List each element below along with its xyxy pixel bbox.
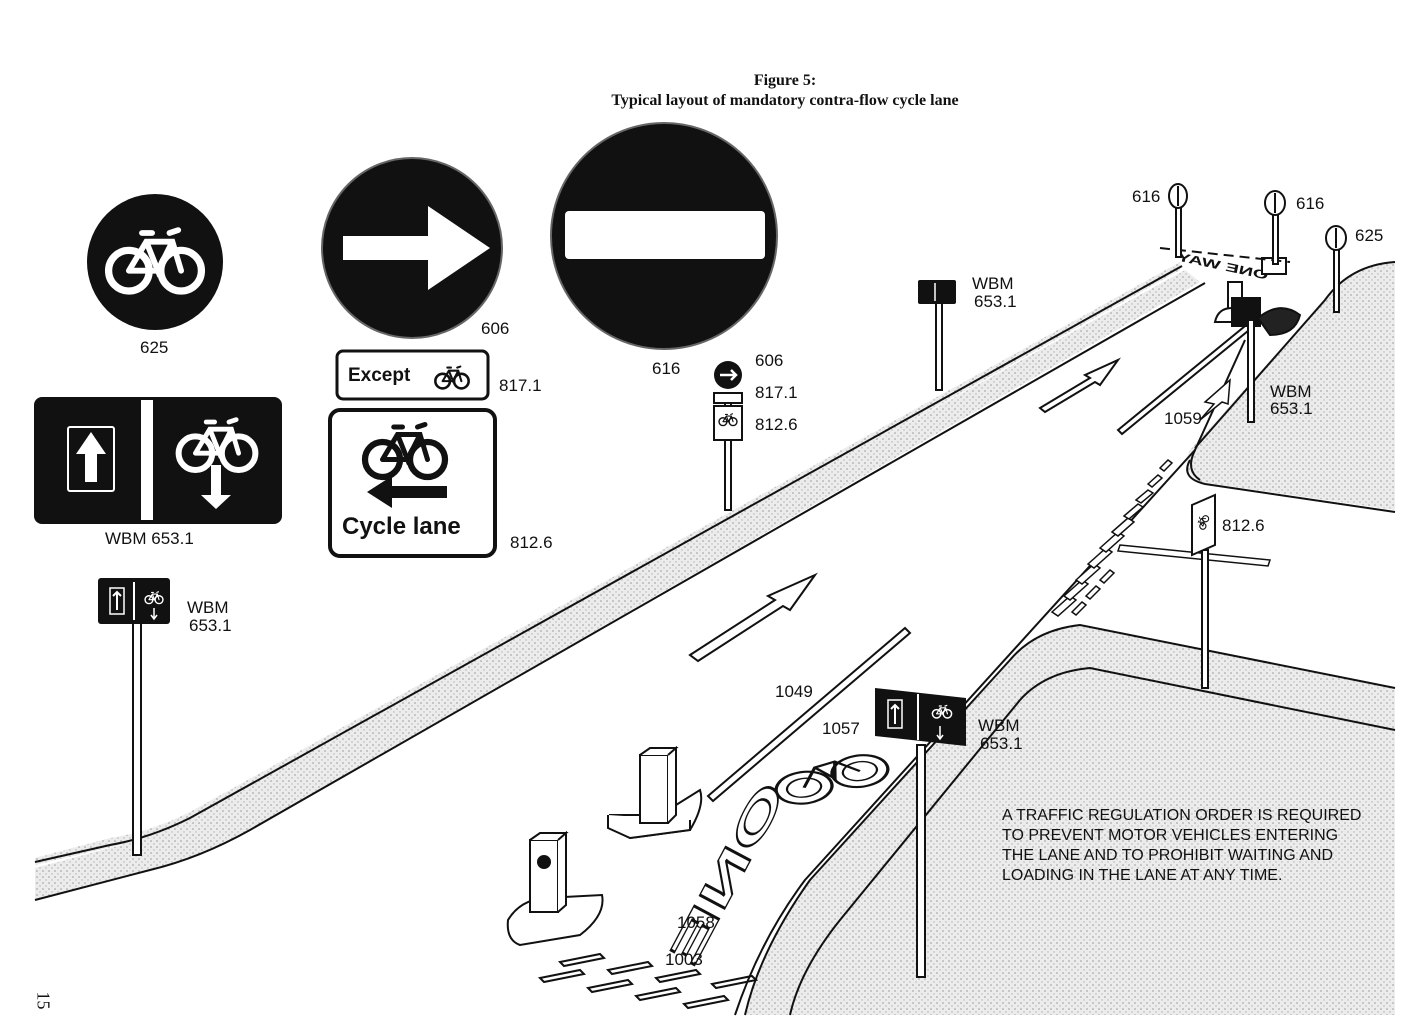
- sign-606: [321, 157, 503, 339]
- sign-812-plate: [328, 408, 497, 558]
- figure-title: Figure 5:: [753, 72, 817, 89]
- post-wbm-front: [875, 688, 966, 978]
- post-sign-stack: [713, 361, 743, 511]
- footway-right-near: [744, 623, 1396, 1016]
- lane-line-1049: [706, 626, 912, 803]
- label-marking-1059: 1059: [1164, 409, 1202, 428]
- footway-left: [34, 262, 1206, 901]
- plate-except-text: Except: [348, 365, 411, 386]
- label-marking-1057: 1057: [822, 719, 860, 738]
- post-wbm-right: [1247, 319, 1255, 423]
- label-wbm-front-1: WBM: [978, 716, 1020, 735]
- far-sign-cluster: [1159, 247, 1302, 337]
- footway-right-far: [1186, 261, 1396, 513]
- traffic-island-upper: [607, 745, 703, 840]
- label-wbm-mid-2: 653.1: [974, 292, 1017, 311]
- note-line-1: A TRAFFIC REGULATION ORDER IS REQUIRED: [1002, 807, 1362, 824]
- sign-616: [550, 122, 778, 350]
- note-line-3: THE LANE AND TO PROHIBIT WAITING AND: [1002, 847, 1334, 864]
- lane-dashes: [1050, 459, 1174, 617]
- label-stack-817: 817.1: [755, 383, 798, 402]
- lane-line-1003: [537, 952, 759, 1010]
- label-wbm-large: WBM 653.1: [105, 529, 194, 548]
- sign-817-plate: [335, 349, 490, 401]
- label-marking-1003: 1003: [665, 950, 703, 969]
- label-wbm-left-1: WBM: [187, 598, 229, 617]
- note-line-2: TO PREVENT MOTOR VEHICLES ENTERING: [1002, 827, 1339, 844]
- plate-cycle-lane-text: Cycle lane: [342, 513, 461, 540]
- label-side-812: 812.6: [1222, 516, 1265, 535]
- note-line-4: LOADING IN THE LANE AT ANY TIME.: [1002, 867, 1283, 884]
- road-arrow-near: [688, 572, 818, 663]
- post-wbm-mid: [918, 280, 956, 391]
- label-817: 817.1: [499, 376, 542, 395]
- label-marking-1058: 1058: [677, 913, 715, 932]
- post-wbm-left: [98, 578, 170, 856]
- far-posts: [1168, 183, 1347, 313]
- label-606: 606: [481, 319, 510, 338]
- label-812: 812.6: [510, 533, 553, 552]
- label-625: 625: [140, 338, 169, 357]
- label-wbm-left-2: 653.1: [189, 616, 232, 635]
- sign-wbm-653-large: [34, 397, 282, 524]
- label-post-616-a: 616: [1132, 187, 1161, 206]
- label-stack-606: 606: [755, 351, 784, 370]
- label-stack-812: 812.6: [755, 415, 798, 434]
- label-wbm-right-1: WBM: [1270, 382, 1312, 401]
- label-post-625: 625: [1355, 226, 1384, 245]
- sign-625: [87, 194, 223, 330]
- figure-subtitle: Typical layout of mandatory contra-flow …: [611, 92, 959, 109]
- traffic-island-lower: [506, 830, 604, 947]
- label-post-616-b: 616: [1296, 194, 1325, 213]
- label-marking-1049: 1049: [775, 682, 813, 701]
- label-wbm-right-2: 653.1: [1270, 399, 1313, 418]
- page-number: 15: [33, 991, 54, 1010]
- traffic-order-note: A TRAFFIC REGULATION ORDER IS REQUIRED T…: [1002, 806, 1402, 886]
- label-wbm-front-2: 653.1: [980, 734, 1023, 753]
- post-812-side: [1191, 493, 1216, 689]
- label-wbm-mid-1: WBM: [972, 274, 1014, 293]
- label-616: 616: [652, 359, 681, 378]
- road-cycle-symbol-1057: [774, 754, 890, 805]
- road-arrow-far: [1038, 357, 1122, 414]
